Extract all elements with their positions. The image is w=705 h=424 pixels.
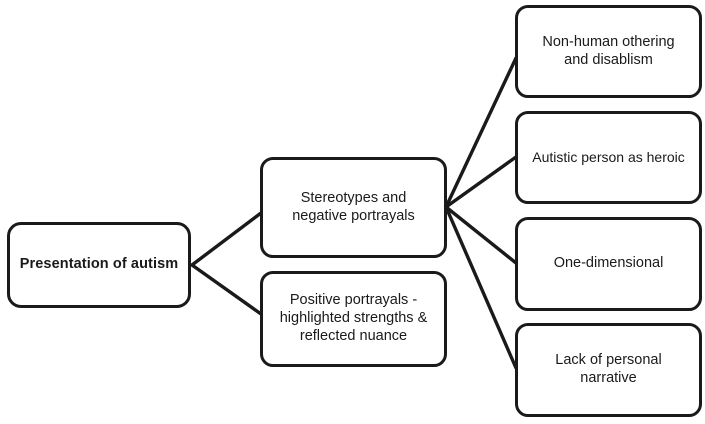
- node-positive-portrayals[interactable]: Positive portrayals - highlighted streng…: [260, 271, 447, 367]
- node-label: One-dimensional: [553, 255, 664, 272]
- node-label: Positive portrayals - highlighted streng…: [279, 292, 428, 344]
- node-autistic-person-as-heroic[interactable]: Autistic person as heroic: [515, 111, 702, 204]
- edge-stereotypes-to-heroic: [444, 155, 518, 209]
- node-presentation-of-autism[interactable]: Presentation of autism: [7, 222, 191, 308]
- node-label: Presentation of autism: [19, 256, 179, 273]
- node-label: Lack of personal narrative: [555, 352, 662, 386]
- edge-stereotypes-to-lacknarrative: [444, 205, 518, 370]
- node-lack-of-personal-narrative[interactable]: Lack of personal narrative: [515, 323, 702, 417]
- edge-root-to-positive: [190, 263, 263, 316]
- edge-stereotypes-to-nonhuman: [444, 56, 518, 209]
- edge-root-to-stereotypes: [190, 211, 263, 267]
- node-stereotypes-and-negative-portrayals[interactable]: Stereotypes and negative portrayals: [260, 157, 447, 258]
- node-one-dimensional[interactable]: One-dimensional: [515, 217, 702, 311]
- node-non-human-othering-and-disablism[interactable]: Non-human othering and disablism: [515, 5, 702, 98]
- node-label: Autistic person as heroic: [532, 148, 685, 165]
- node-label: Non-human othering and disablism: [542, 33, 675, 68]
- node-label: Stereotypes and negative portrayals: [292, 189, 415, 224]
- edge-stereotypes-to-onedimensional: [444, 205, 518, 265]
